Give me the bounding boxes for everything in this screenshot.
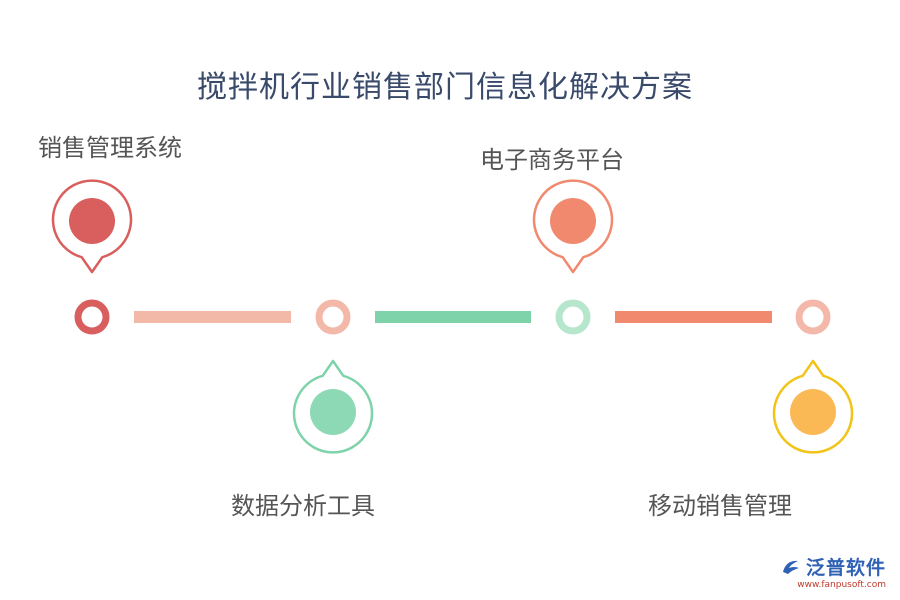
pin-marker-3 [532,179,614,274]
timeline-dot-2 [315,299,351,335]
brand-name: 泛普软件 [805,557,886,579]
timeline-dot-4 [795,299,831,335]
timeline-dot-1 [74,299,110,335]
connector-bar-1 [134,311,291,323]
node-label-mobile-sales-management: 移动销售管理 [648,492,792,520]
node-label-data-analysis-tools: 数据分析工具 [231,492,375,520]
connector-bar-2 [375,311,531,323]
connector-bar-3 [615,311,772,323]
pin-marker-4 [772,359,854,454]
node-label-ecommerce-platform: 电子商务平台 [480,146,624,174]
diagram-title: 搅拌机行业销售部门信息化解决方案 [197,70,693,105]
timeline-dot-3 [555,299,591,335]
pin-marker-1 [51,179,133,274]
brand-logo: 泛普软件 www.fanpusoft.com [780,553,886,590]
brand-url: www.fanpusoft.com [797,580,886,590]
node-label-sales-management-system: 销售管理系统 [38,134,182,162]
pin-marker-2 [292,359,374,454]
brand-logo-icon [782,560,799,574]
